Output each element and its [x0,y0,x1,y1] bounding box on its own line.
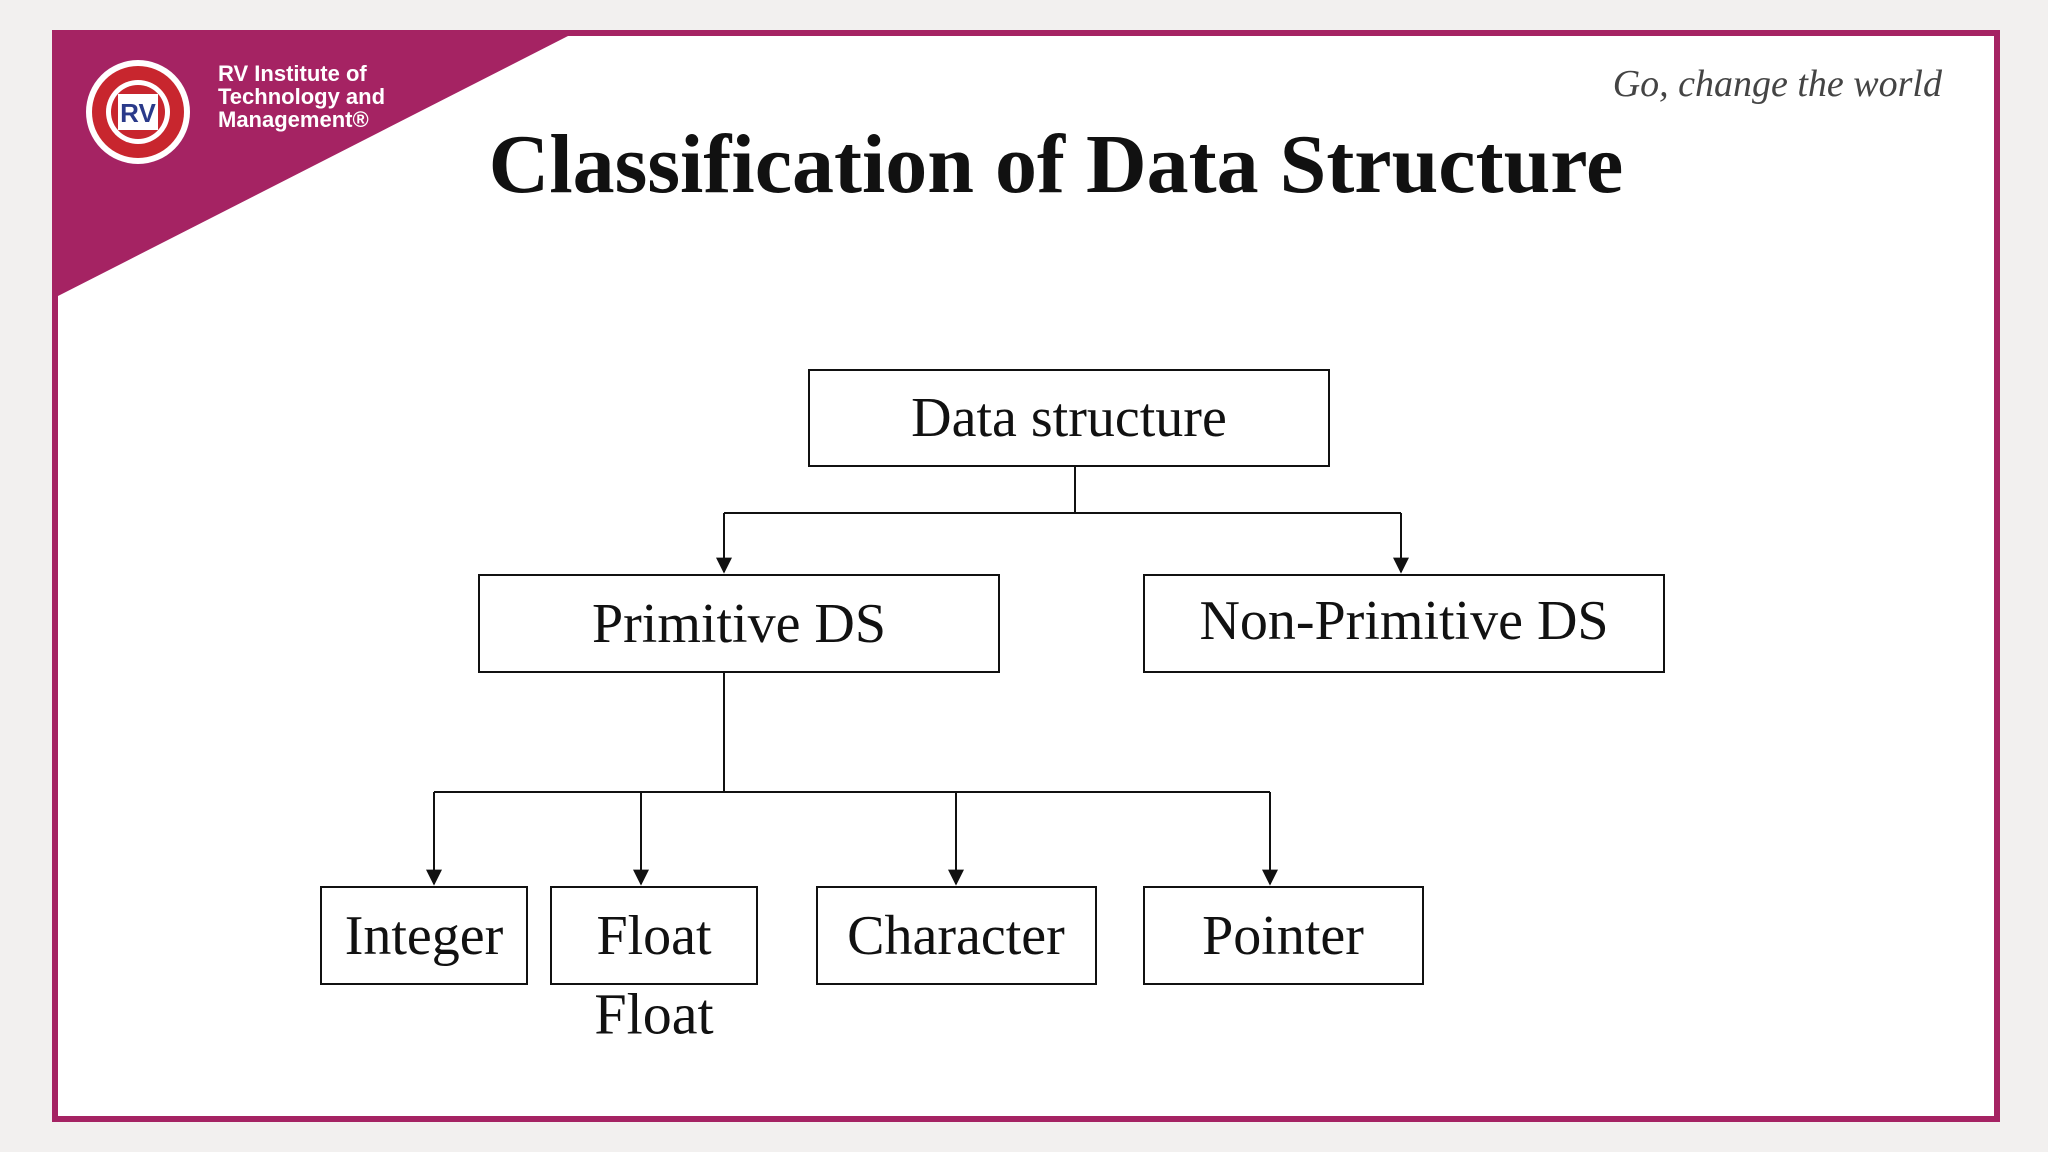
duplicate-float-label: Float [594,982,713,1047]
logo-text: RV [120,98,156,128]
node-integer: Integer [320,886,528,985]
slide-title: Classification of Data Structure [488,118,1624,211]
node-non-primitive-ds-label: Non-Primitive DS [1199,590,1608,652]
institute-name: RV Institute of Technology and Managemen… [218,62,385,131]
tagline: Go, change the world [1612,63,1942,105]
node-float-label: Float [596,905,712,967]
institute-name-line-3: Management® [218,107,369,132]
node-non-primitive-ds: Non-Primitive DS [1143,574,1665,673]
node-primitive-ds: Primitive DS [478,574,1000,673]
classification-diagram: Data structure Primitive DS Non-Primitiv… [320,369,1665,1047]
node-root: Data structure [808,369,1330,467]
slide: RV RV Institute of Technology and Manage… [52,30,2000,1122]
node-primitive-ds-label: Primitive DS [592,593,886,655]
node-character: Character [816,886,1097,985]
node-float: Float [550,886,758,985]
institute-logo-icon: RV [86,60,190,164]
institute-name-line-2: Technology and [218,84,386,109]
institute-name-line-1: RV Institute of [218,61,367,86]
node-root-label: Data structure [911,387,1227,449]
node-pointer-label: Pointer [1202,905,1364,967]
node-integer-label: Integer [345,905,504,967]
connectors [426,466,1409,886]
node-pointer: Pointer [1143,886,1424,985]
node-character-label: Character [847,905,1065,967]
